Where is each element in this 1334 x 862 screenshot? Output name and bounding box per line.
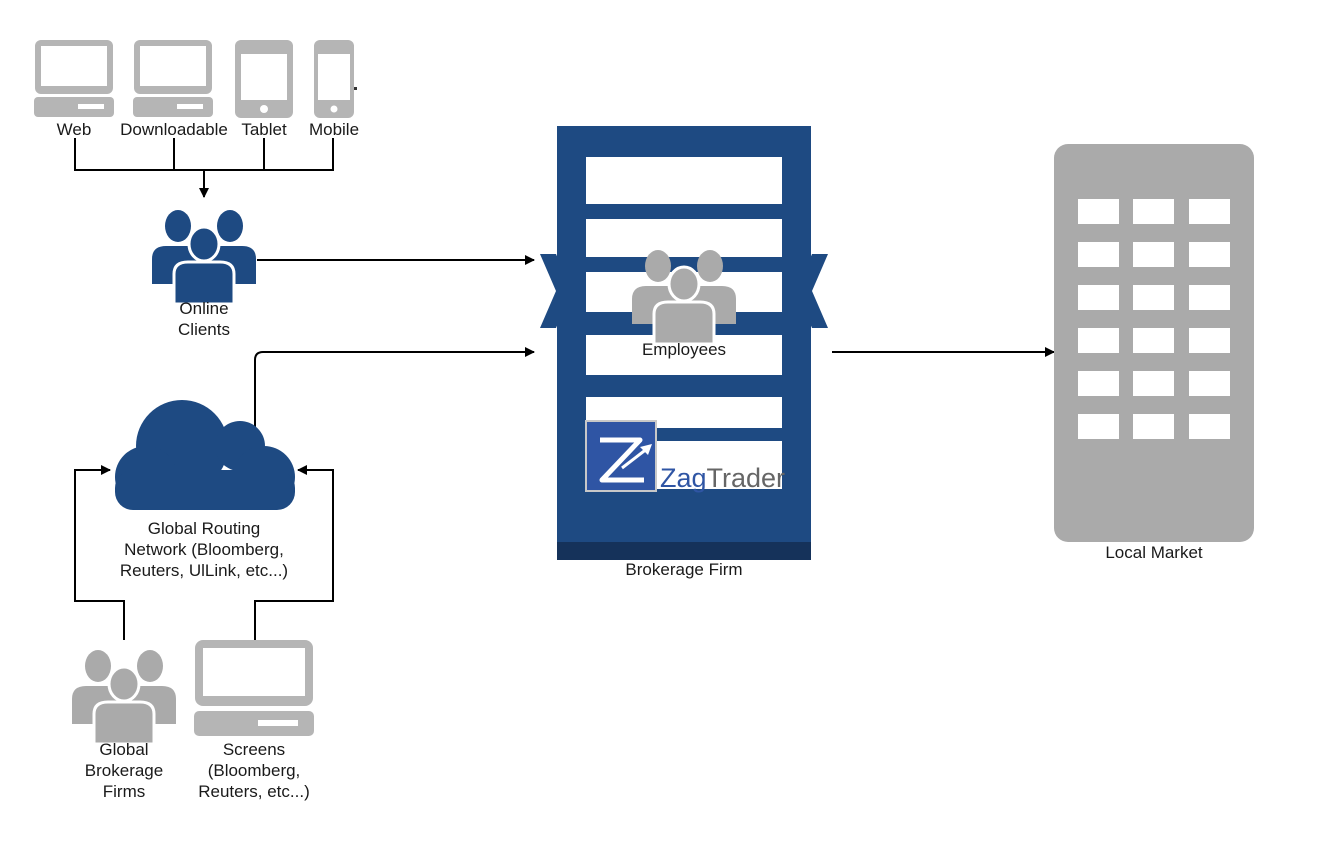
building-window xyxy=(1189,414,1230,439)
screens-laptop-icon xyxy=(194,640,314,736)
building-window xyxy=(1133,371,1174,396)
bottom-connectors xyxy=(74,465,334,640)
device-label-tablet: Tablet xyxy=(241,120,287,139)
global-brokerage-label: Global Brokerage Firms xyxy=(74,739,174,802)
building-window xyxy=(1133,199,1174,224)
global-brokerage-line2: Brokerage xyxy=(84,761,164,780)
zagtrader-logo-part1: Zag xyxy=(660,463,707,493)
building-window xyxy=(1189,371,1230,396)
building-window xyxy=(1078,285,1119,310)
building-window xyxy=(1189,328,1230,353)
downloadable-laptop-icon xyxy=(133,40,213,117)
screens-line1: Screens xyxy=(222,740,286,759)
building-window xyxy=(1078,242,1119,267)
online-clients-line2: Clients xyxy=(178,320,230,339)
online-clients-line1: Online xyxy=(179,299,229,318)
network-to-brokerage-arrow xyxy=(254,347,535,430)
employees-label: Employees xyxy=(641,340,727,359)
building-window xyxy=(1078,371,1119,396)
device-label-downloadable: Downloadable xyxy=(120,120,228,139)
mobile-phone-icon xyxy=(314,40,357,118)
zagtrader-logo-text: ZagTrader xyxy=(660,463,785,494)
building-window xyxy=(1133,328,1174,353)
screens-line3: Reuters, etc...) xyxy=(198,782,310,801)
routing-network-line3: Reuters, UlLink, etc...) xyxy=(119,561,289,580)
online-clients-icon xyxy=(150,208,258,306)
device-label-mobile: Mobile xyxy=(308,120,360,139)
global-brokerage-line3: Firms xyxy=(102,782,146,801)
building-window xyxy=(1189,242,1230,267)
screens-label: Screens (Bloomberg, Reuters, etc...) xyxy=(184,739,324,802)
building-window xyxy=(1189,199,1230,224)
building-window xyxy=(1078,328,1119,353)
zagtrader-logo-icon xyxy=(585,420,657,492)
device-label-web: Web xyxy=(56,120,92,139)
building-window xyxy=(1133,285,1174,310)
building-icon xyxy=(1054,144,1254,542)
global-brokerage-line1: Global xyxy=(99,740,149,759)
building-window xyxy=(1078,199,1119,224)
brokerage-firm-label: Brokerage Firm xyxy=(625,560,743,579)
building-window xyxy=(1133,414,1174,439)
zagtrader-logo-part2: Trader xyxy=(706,463,786,493)
building-window xyxy=(1189,285,1230,310)
online-clients-label: Online Clients xyxy=(164,298,244,340)
building-window xyxy=(1133,242,1174,267)
local-market-label: Local Market xyxy=(1105,543,1203,562)
tablet-icon xyxy=(235,40,293,118)
web-laptop-icon xyxy=(34,40,114,117)
brokerage-building xyxy=(540,126,828,560)
global-brokerage-icon xyxy=(70,648,178,746)
routing-network-label: Global Routing Network (Bloomberg, Reute… xyxy=(104,518,304,581)
screens-line2: (Bloomberg, xyxy=(207,761,301,780)
building-window xyxy=(1078,414,1119,439)
device-connectors xyxy=(74,138,334,198)
cloud-icon xyxy=(115,400,295,510)
routing-network-line1: Global Routing xyxy=(147,519,261,538)
routing-network-line2: Network (Bloomberg, xyxy=(124,540,284,559)
